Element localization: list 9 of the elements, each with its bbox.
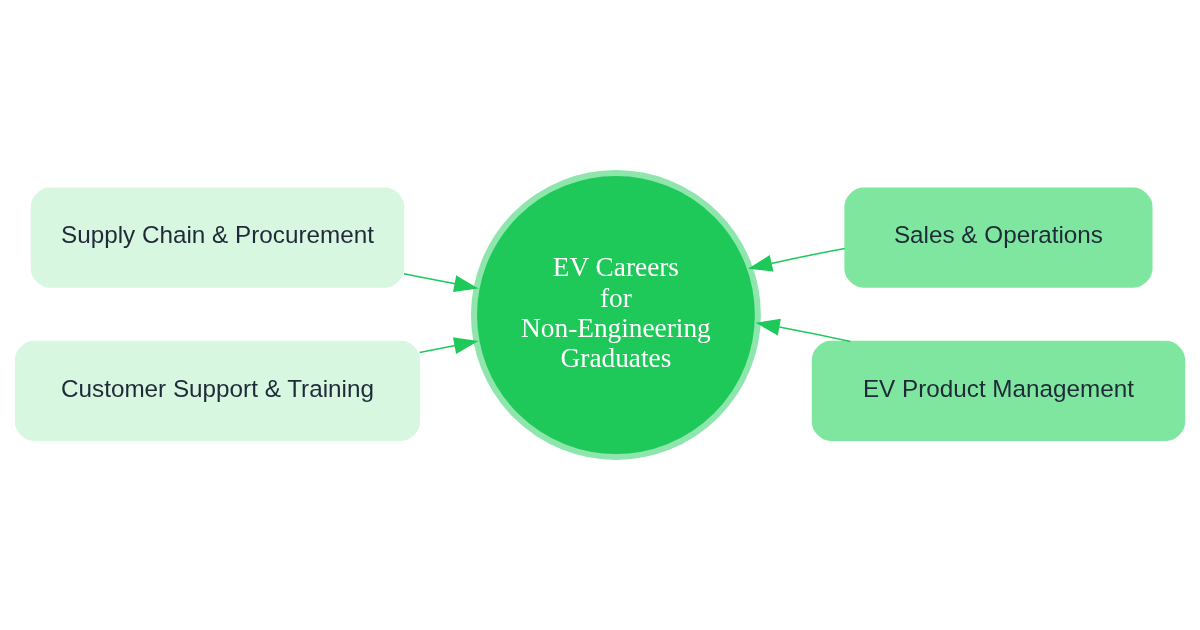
arrow xyxy=(418,337,479,355)
node-box: Supply Chain & Procurement xyxy=(30,187,405,288)
node-box: EV Product Management xyxy=(811,340,1186,441)
node-box: Customer Support & Training xyxy=(14,340,421,441)
arrow xyxy=(403,273,479,293)
node-box: Sales & Operations xyxy=(844,187,1153,288)
node-circle: EV Careers for Non-Engineering Graduates xyxy=(470,170,761,460)
arrow xyxy=(755,318,852,343)
arrow xyxy=(747,247,846,272)
